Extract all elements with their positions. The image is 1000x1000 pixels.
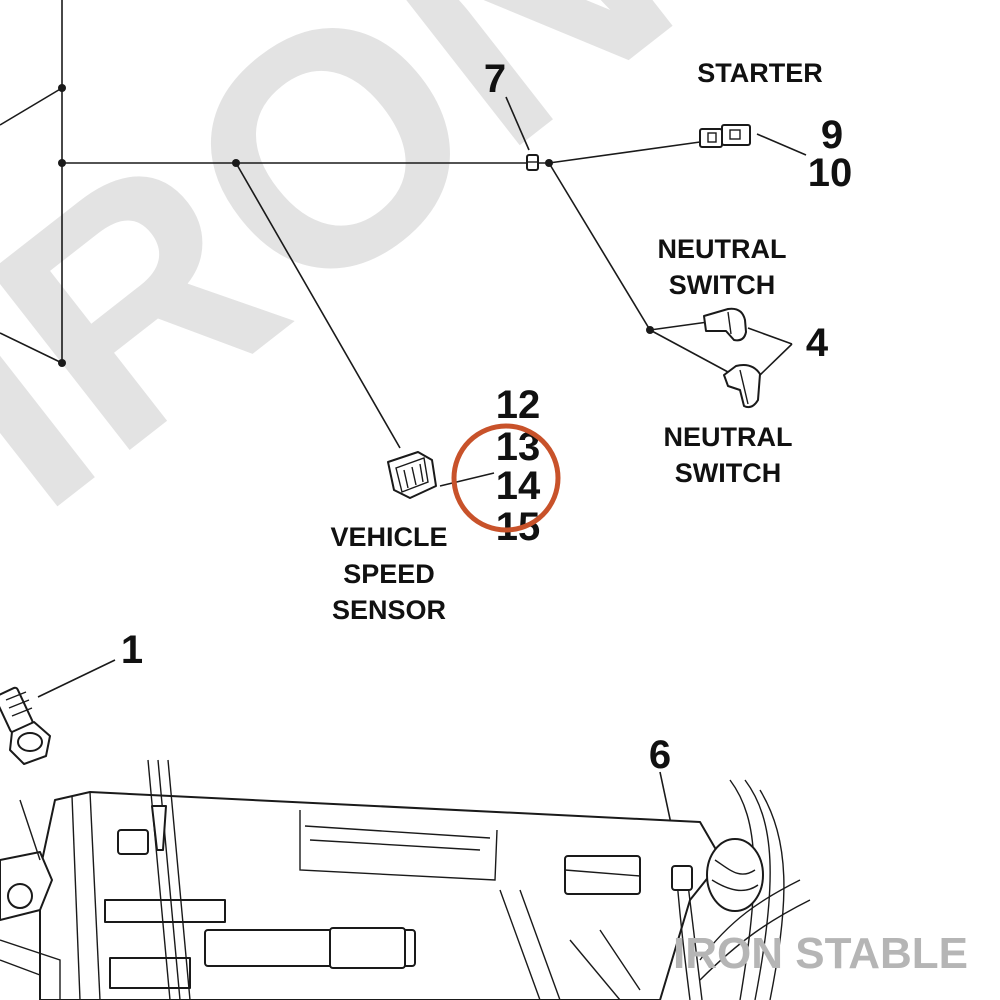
callout-4: 4 — [806, 321, 829, 365]
highlight-circle — [451, 423, 561, 533]
callout-10: 10 — [808, 151, 853, 195]
label-starter: STARTER — [697, 58, 823, 88]
label-neutral-switch-lower-line1: NEUTRAL — [664, 422, 793, 452]
callout-9: 9 — [821, 113, 843, 157]
frame-assembly — [0, 791, 723, 1000]
label-vss-line3: SENSOR — [332, 595, 446, 625]
callout-6: 6 — [649, 733, 671, 777]
item-6-connector — [671, 865, 703, 1000]
label-neutral-switch-upper-line2: SWITCH — [669, 270, 775, 300]
neutral-switch-upper-connector — [703, 307, 747, 342]
neutral-switch-lower-connector — [723, 364, 761, 409]
vehicle-speed-sensor-connector — [387, 451, 437, 499]
starter-connector — [699, 124, 751, 148]
label-neutral-switch-lower-line2: SWITCH — [675, 458, 781, 488]
harness-bundle-left — [147, 759, 191, 1000]
label-neutral-switch-upper-line1: NEUTRAL — [658, 234, 787, 264]
corner-watermark: IRON STABLE — [673, 929, 968, 978]
callout-12: 12 — [496, 383, 541, 427]
junction-nodes — [58, 84, 654, 367]
bolt-1 — [0, 686, 51, 765]
connector-7 — [526, 154, 539, 171]
callout-7: 7 — [484, 57, 506, 101]
callout-1: 1 — [121, 628, 143, 672]
harness-wires — [0, 0, 729, 449]
harness-bundle-right — [699, 779, 811, 1000]
label-vss-line2: SPEED — [343, 559, 435, 589]
label-vss-line1: VEHICLE — [330, 522, 447, 552]
callout-14: 14 — [496, 464, 541, 508]
